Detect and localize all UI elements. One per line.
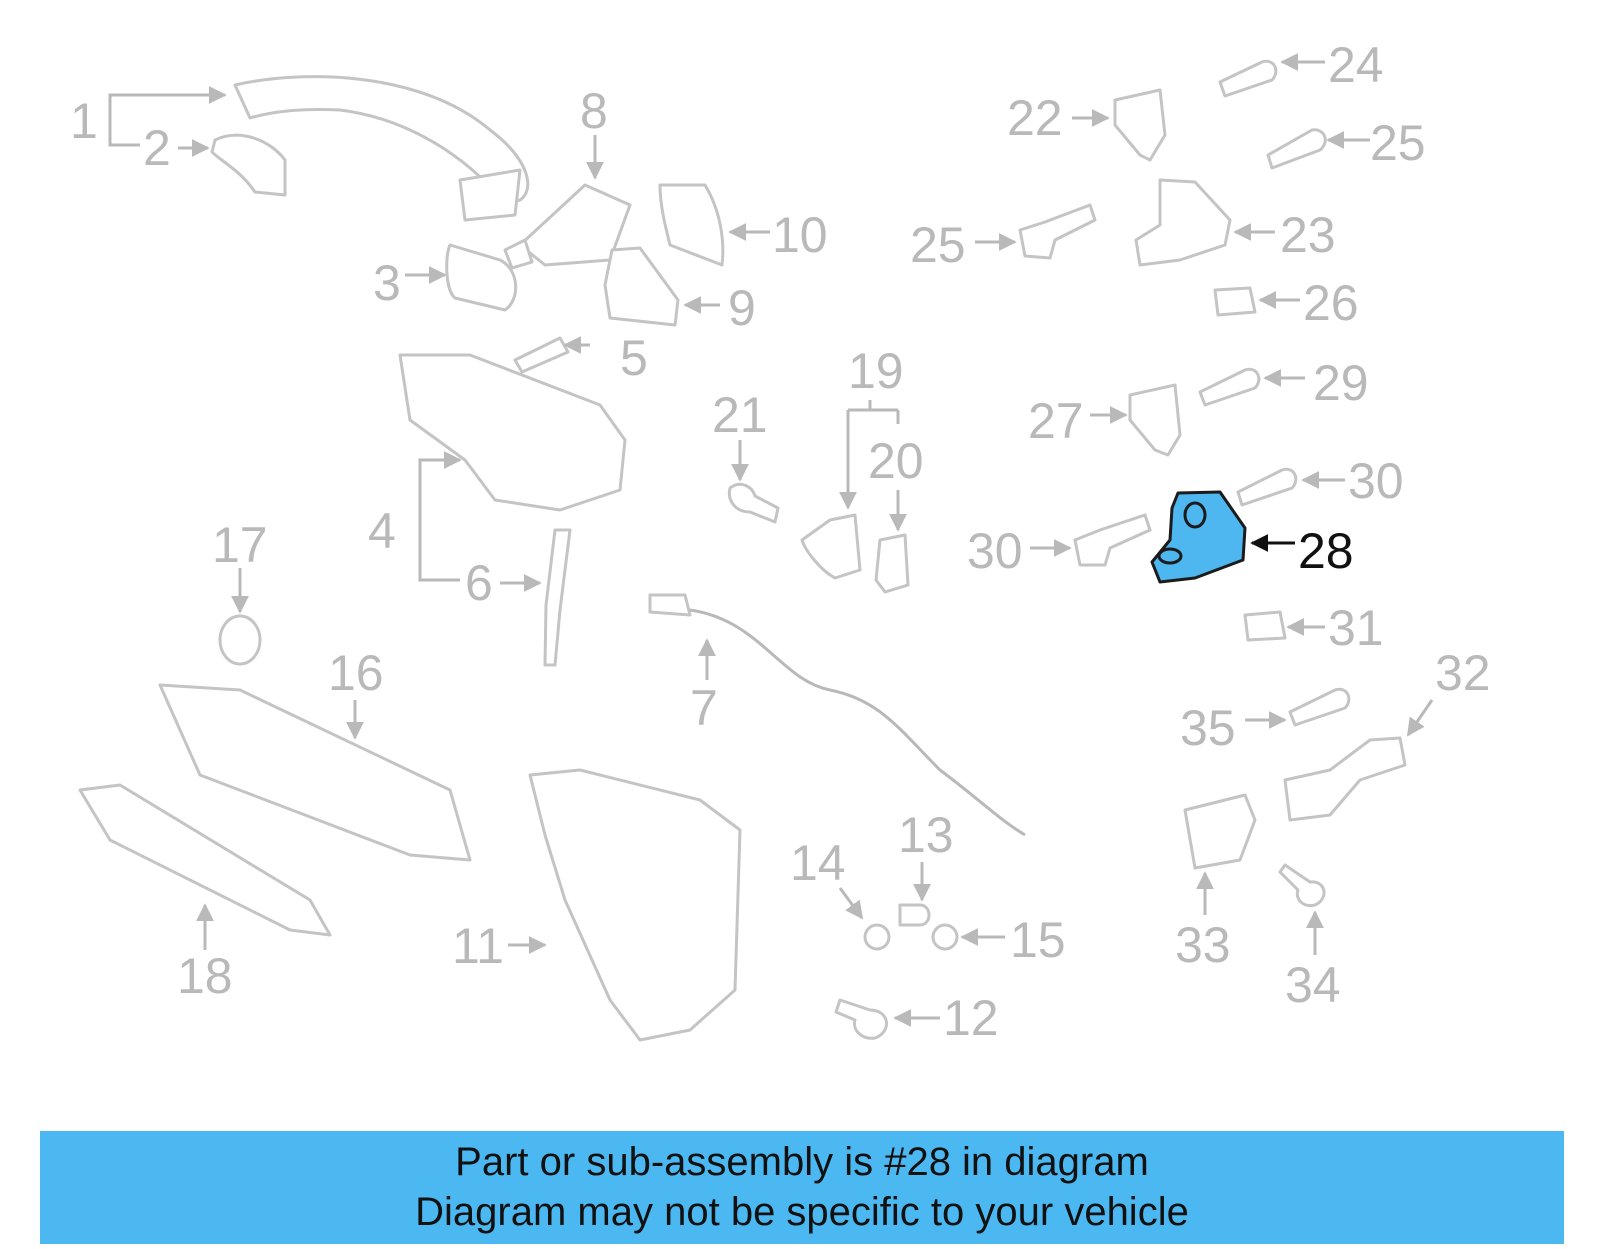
callout-24: 24 [1328, 37, 1384, 93]
callout-26: 26 [1303, 275, 1359, 331]
callout-1: 1 [70, 93, 98, 149]
callout-11: 11 [452, 918, 504, 974]
part-5-screw [513, 336, 570, 374]
callout-4: 4 [368, 503, 396, 559]
part-17-ring [218, 614, 262, 666]
part-2-gasket [210, 133, 287, 197]
part-14-grommet [863, 923, 891, 951]
callout-25-upper: 25 [1370, 115, 1426, 171]
callout-34: 34 [1285, 957, 1341, 1013]
callout-27: 27 [1028, 393, 1084, 449]
callout-labels: 1 2 3 4 5 6 7 8 9 10 11 12 13 14 15 16 1… [70, 37, 1491, 1046]
part-27-bracket [1128, 383, 1182, 457]
part-13-stud [898, 903, 931, 927]
part-28-hole-lower [1157, 547, 1183, 565]
part-6-rod [543, 528, 572, 667]
part-23-strap [1134, 178, 1232, 267]
callout-28: 28 [1298, 523, 1354, 579]
part-31-bushing [1243, 610, 1287, 642]
part-18-bezel [78, 783, 332, 937]
callout-33: 33 [1175, 917, 1231, 973]
callout-17: 17 [212, 517, 268, 573]
part-35-bolt [1288, 687, 1351, 727]
callout-10: 10 [772, 207, 828, 263]
callout-19: 19 [848, 343, 904, 399]
callout-22: 22 [1007, 90, 1063, 146]
part-10-cover [658, 183, 725, 267]
part-30-bolt-b [1073, 513, 1152, 567]
footer-line-2: Diagram may not be specific to your vehi… [415, 1190, 1189, 1234]
part-12-clip [834, 998, 888, 1040]
callout-14: 14 [790, 835, 846, 891]
part-4-bracket [398, 353, 627, 512]
callout-8: 8 [580, 83, 608, 139]
part-21-screw [727, 482, 780, 524]
callout-25-lower: 25 [910, 217, 966, 273]
part-25-bolt-b [1018, 203, 1097, 260]
callout-12: 12 [943, 990, 999, 1046]
part-32-check [1283, 736, 1407, 822]
callout-9: 9 [728, 280, 756, 336]
part-28-hole [1183, 501, 1207, 529]
part-20-pad [874, 533, 910, 594]
part-24-bolt [1218, 59, 1278, 98]
callout-15: 15 [1010, 912, 1066, 968]
part-7-cable [648, 593, 1026, 837]
part-22-bracket [1113, 88, 1167, 162]
part-11-latch [528, 768, 742, 1042]
callout-5: 5 [620, 330, 648, 386]
callout-21: 21 [712, 387, 768, 443]
part-3-pad [445, 243, 518, 312]
leader-lines [108, 53, 1434, 1027]
callout-31: 31 [1328, 600, 1384, 656]
part-25-bolt-a [1266, 128, 1327, 170]
callout-6: 6 [465, 555, 493, 611]
callout-30-lower: 30 [967, 523, 1023, 579]
part-19-seal [800, 513, 862, 580]
part-16-inner-handle [158, 683, 472, 862]
footer-line-1: Part or sub-assembly is #28 in diagram [455, 1140, 1149, 1184]
callout-16: 16 [328, 645, 384, 701]
part-26-bushing [1213, 286, 1257, 317]
part-30-bolt-a [1236, 467, 1298, 507]
callout-18: 18 [177, 948, 233, 1004]
part-33-block [1183, 793, 1257, 870]
callout-7: 7 [690, 680, 718, 736]
callout-20: 20 [868, 433, 924, 489]
part-9-bezel [603, 246, 680, 327]
part-29-bolt [1198, 367, 1261, 407]
callout-30-upper: 30 [1348, 453, 1404, 509]
callout-29: 29 [1313, 355, 1369, 411]
parts-diagram: 1 2 3 4 5 6 7 8 9 10 11 12 13 14 15 16 1… [70, 37, 1491, 1046]
callout-23: 23 [1280, 207, 1336, 263]
callout-2: 2 [143, 120, 171, 176]
callout-32: 32 [1435, 645, 1491, 701]
part-8-lock-cylinder [503, 183, 632, 270]
part-1-outer-handle [233, 75, 530, 222]
callout-35: 35 [1180, 700, 1236, 756]
callout-3: 3 [373, 255, 401, 311]
footer-banner: Part or sub-assembly is #28 in diagram D… [40, 1131, 1564, 1244]
part-34-screw [1278, 863, 1326, 908]
part-15-grommet [931, 923, 959, 951]
callout-13: 13 [898, 807, 954, 863]
